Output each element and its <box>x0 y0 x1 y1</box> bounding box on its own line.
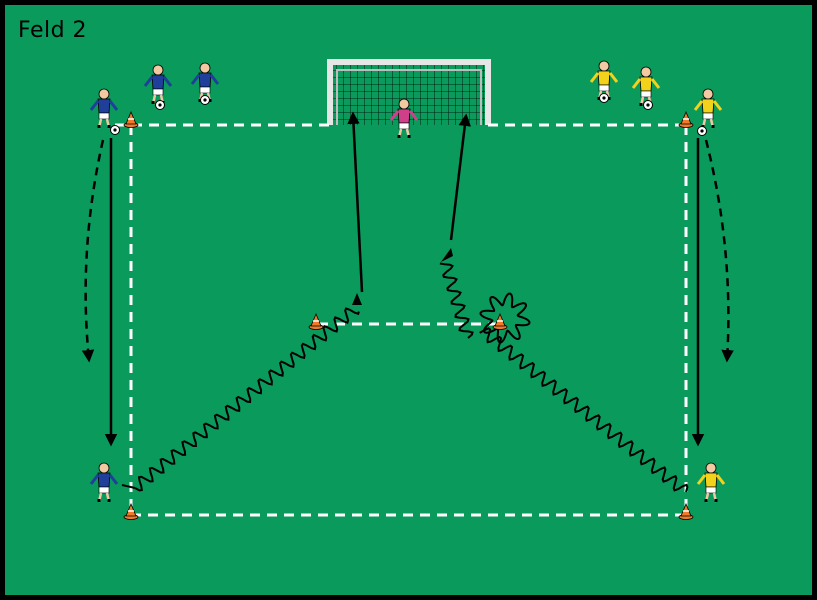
cone-icon <box>123 502 139 520</box>
cone-icon <box>123 110 139 128</box>
player-icon <box>389 98 419 139</box>
dribble-arrowhead-center <box>441 248 453 262</box>
player-icon <box>696 462 726 503</box>
field-title: Feld 2 <box>18 18 88 43</box>
cones <box>123 110 694 520</box>
ball-icon <box>643 100 653 110</box>
dribble-path-start-left <box>121 484 136 489</box>
dribble-path-right <box>479 327 689 493</box>
ball-icon <box>599 93 609 103</box>
cone-icon <box>492 312 508 330</box>
ball-icon <box>697 126 707 136</box>
player-icon <box>89 462 119 503</box>
ball-icon <box>155 100 165 110</box>
players <box>89 60 726 503</box>
dribble-turn-loop <box>479 292 531 344</box>
player-icon <box>693 88 723 129</box>
cone-icon <box>678 110 694 128</box>
ball-icon <box>110 125 120 135</box>
shot-arrow-left <box>347 111 364 293</box>
player-icon <box>143 64 173 105</box>
field-boundary <box>115 123 688 517</box>
shot-arrow-right <box>449 113 472 241</box>
dribble-path-left <box>134 307 360 492</box>
player-icon <box>89 88 119 129</box>
dribble-path-center <box>439 262 474 339</box>
ball-icon <box>200 95 210 105</box>
player-icon <box>631 66 661 107</box>
cone-icon <box>678 502 694 520</box>
dribble-arrowhead-left <box>352 293 362 305</box>
cone-icon <box>308 312 324 330</box>
